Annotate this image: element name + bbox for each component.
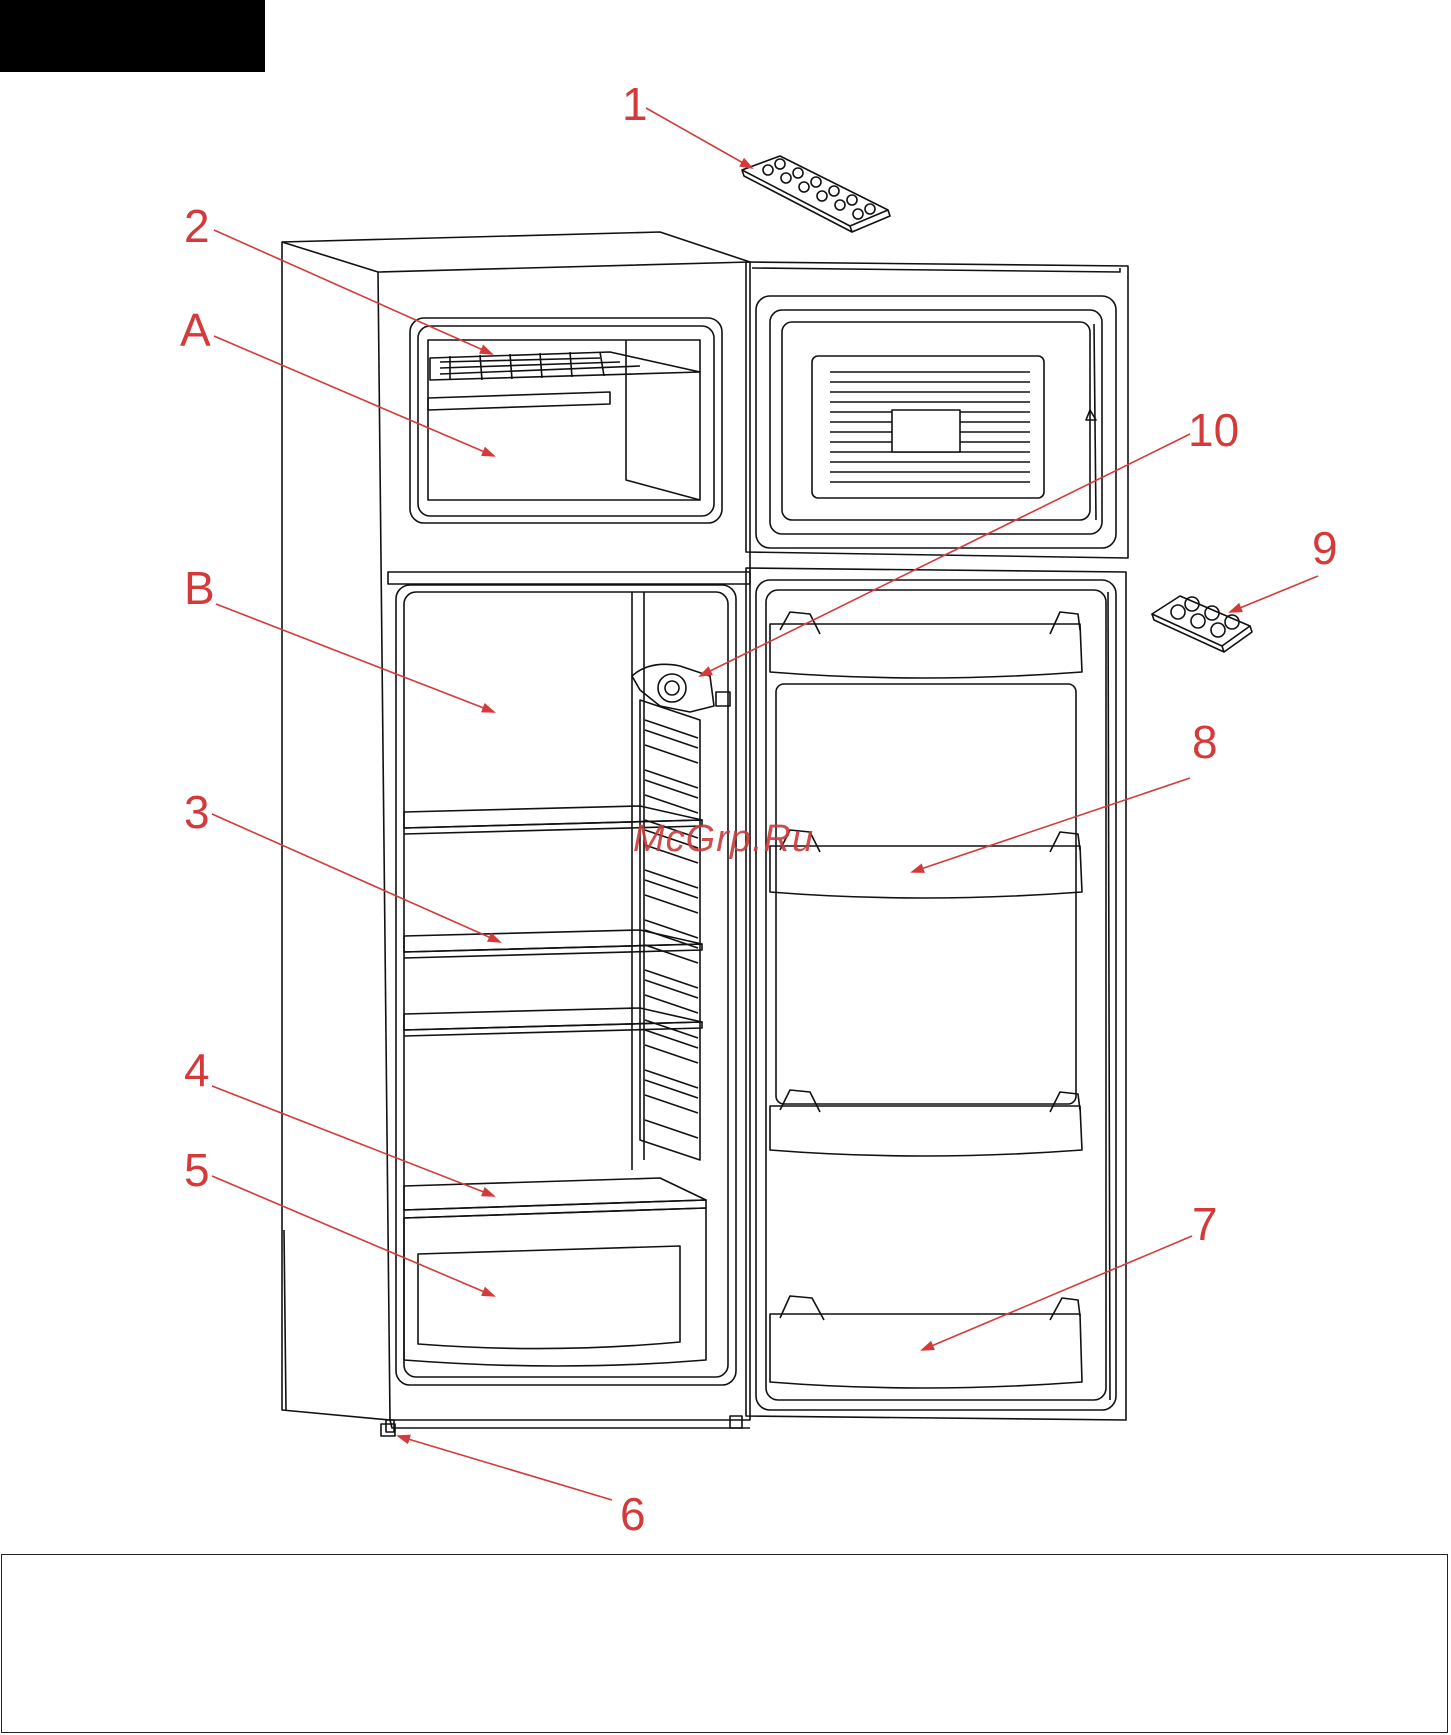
crisper-cover xyxy=(404,1178,706,1218)
leader-B xyxy=(216,604,494,712)
fridge-compartment xyxy=(388,572,750,1385)
callout-3: 3 xyxy=(184,786,210,838)
leader-7 xyxy=(922,1236,1192,1350)
freezer-door xyxy=(746,262,1128,558)
glass-shelf xyxy=(404,1008,702,1036)
callout-B: B xyxy=(184,562,215,614)
ice-cube-tray xyxy=(742,156,890,232)
leader-4 xyxy=(212,1086,494,1196)
leader-8 xyxy=(912,778,1190,872)
crisper-drawer xyxy=(404,1208,706,1366)
leader-1 xyxy=(646,108,752,168)
leader-A xyxy=(214,336,494,456)
callout-9: 9 xyxy=(1312,522,1338,574)
callout-4: 4 xyxy=(184,1044,210,1096)
leader-6 xyxy=(398,1436,612,1500)
callout-5: 5 xyxy=(184,1144,210,1196)
leader-2 xyxy=(214,230,492,354)
leader-9 xyxy=(1230,576,1318,612)
callout-7: 7 xyxy=(1192,1198,1218,1250)
callout-1: 1 xyxy=(622,78,648,130)
freezer-compartment xyxy=(410,318,722,523)
thermostat-knob xyxy=(632,664,730,712)
callout-6: 6 xyxy=(620,1488,646,1540)
bottle-bin xyxy=(770,1296,1082,1388)
notes-box xyxy=(1,1554,1448,1733)
shelf-rails xyxy=(640,700,700,1160)
watermark: McGrp.Ru xyxy=(633,818,814,861)
door-bin-middle xyxy=(770,830,1082,898)
freezer-wire-shelf xyxy=(430,352,700,380)
egg-tray xyxy=(1152,596,1252,652)
leader-5 xyxy=(212,1176,494,1296)
callout-2: 2 xyxy=(184,200,210,252)
callout-10: 10 xyxy=(1188,404,1239,456)
door-bin-top xyxy=(770,612,1082,678)
callout-A: A xyxy=(180,304,211,356)
door-bin-lower xyxy=(770,1090,1082,1156)
freezer-door-panel xyxy=(812,356,1044,498)
callout-8: 8 xyxy=(1192,716,1218,768)
adjustable-foot xyxy=(381,1424,395,1436)
fridge-door xyxy=(746,568,1126,1420)
